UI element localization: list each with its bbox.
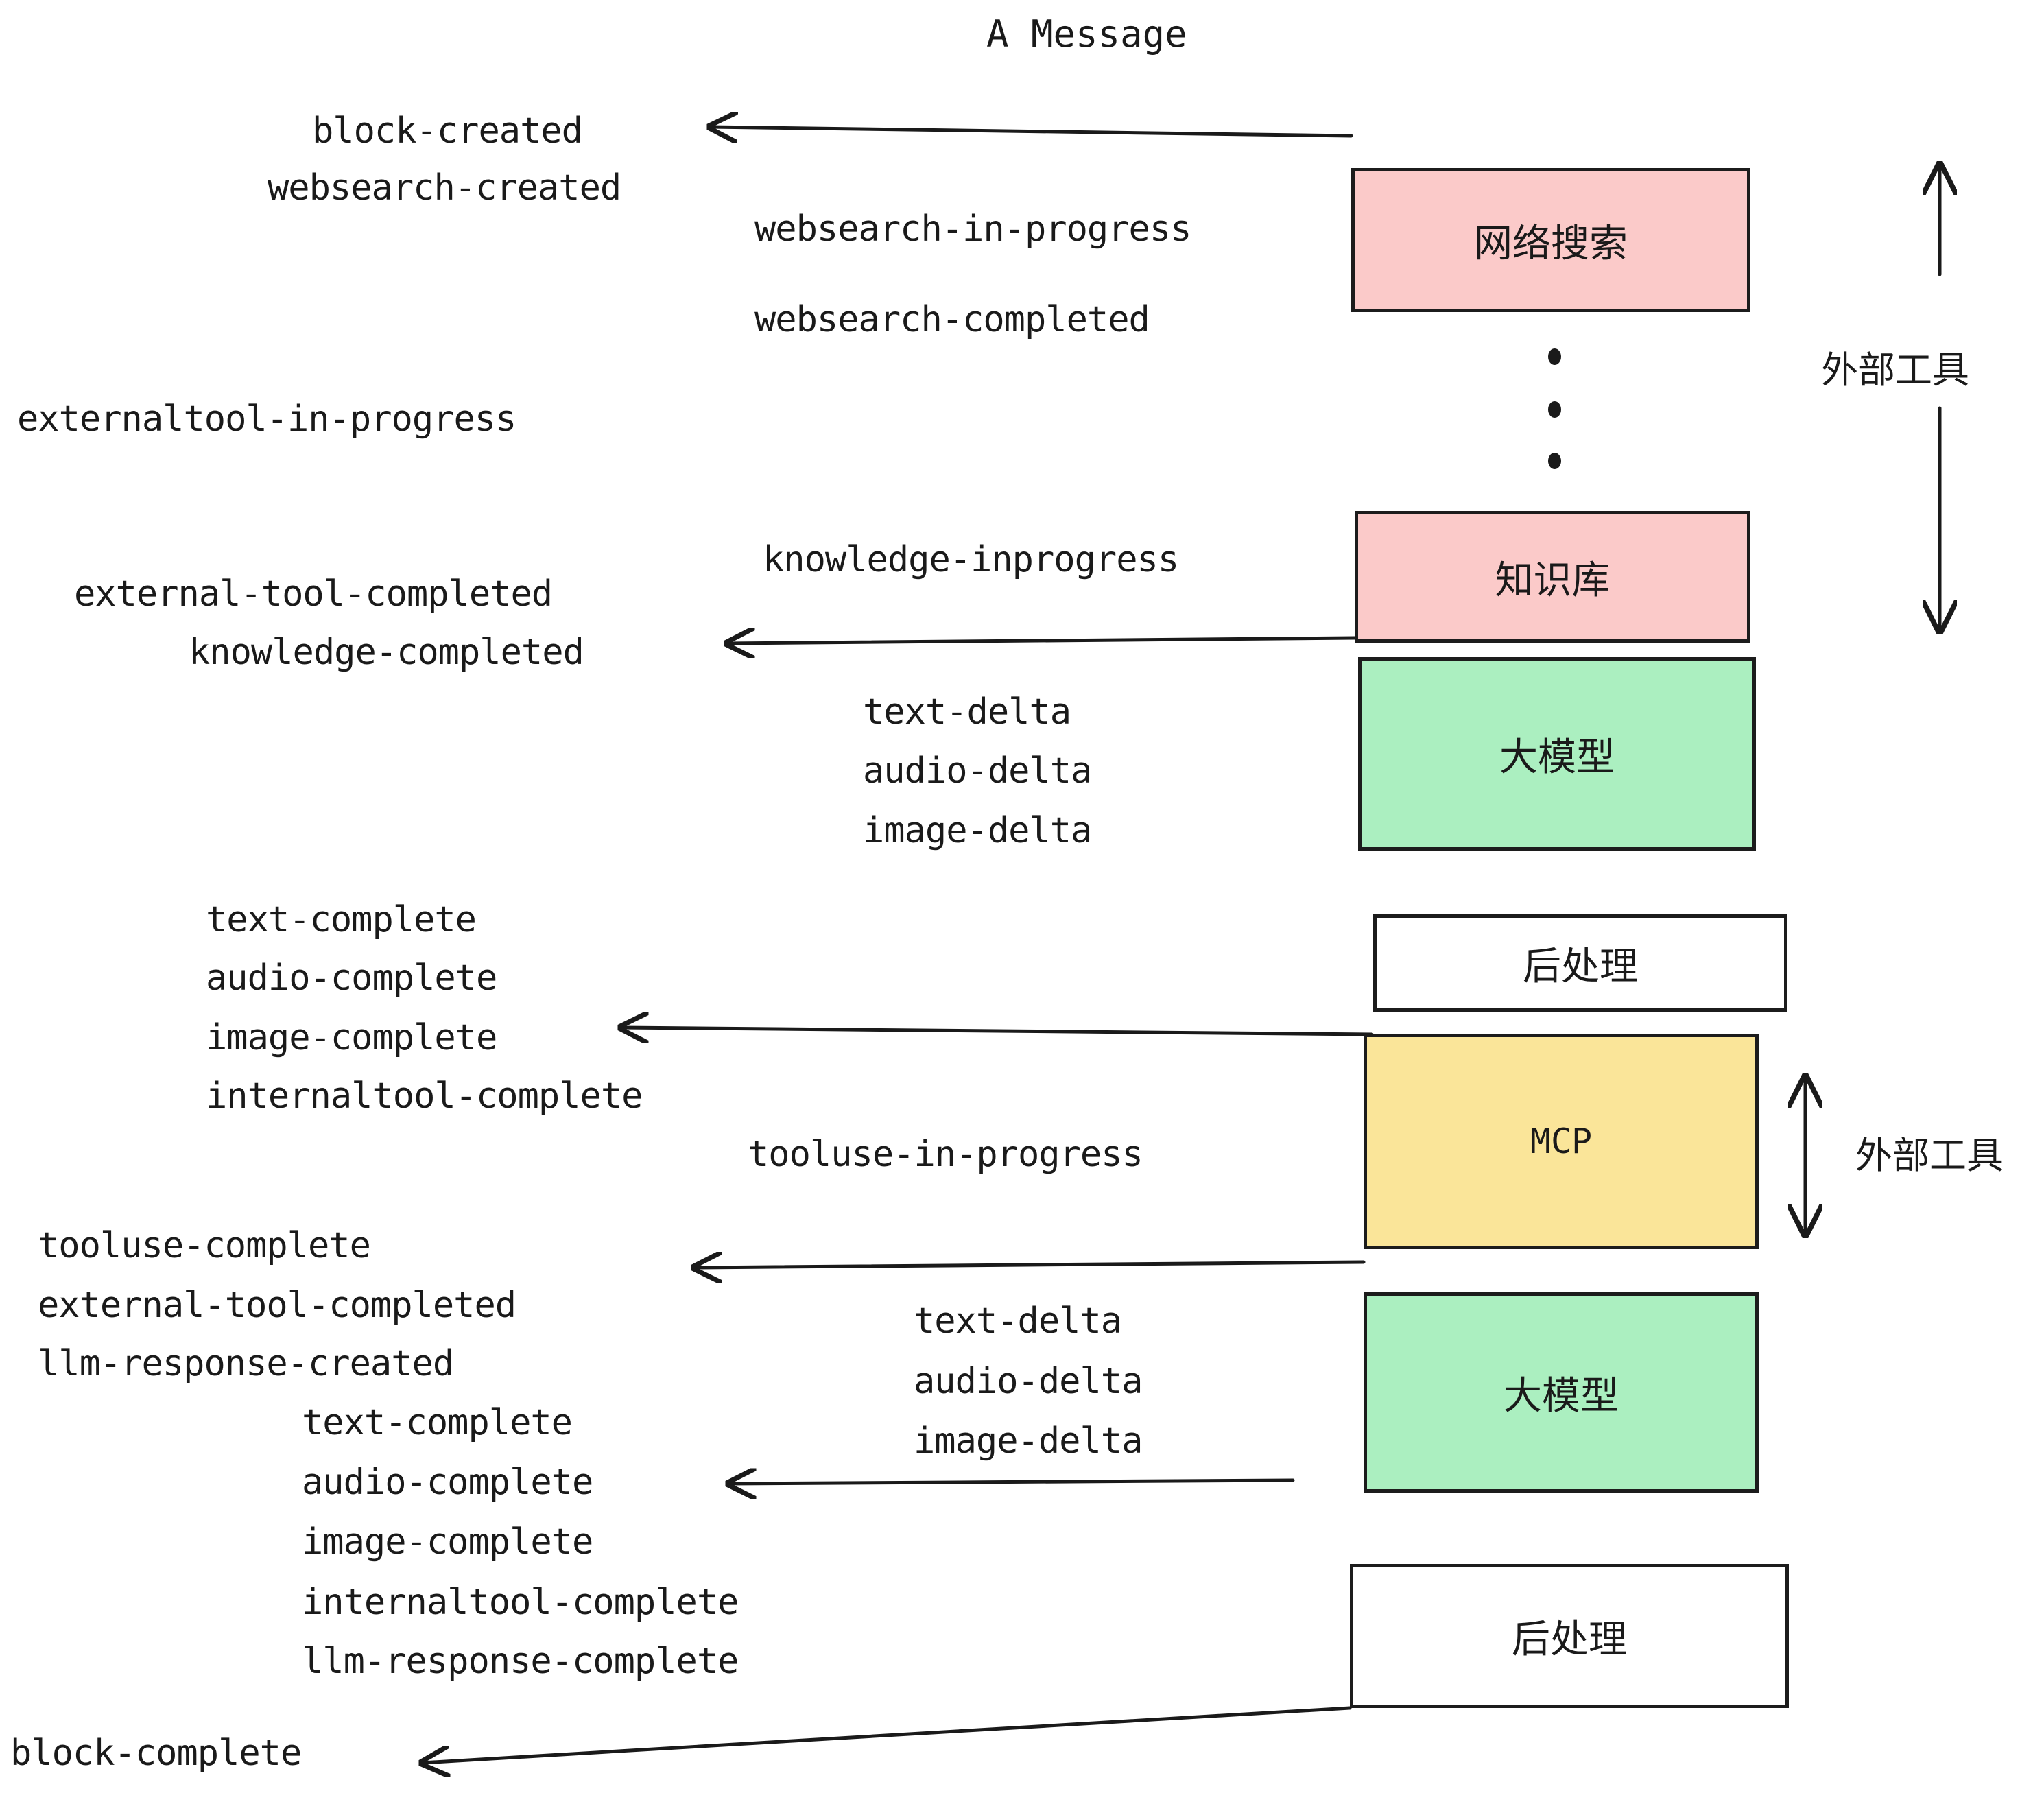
node-postproc-2: 后处理 bbox=[1350, 1564, 1789, 1708]
event-label-text-delta-1: text-delta bbox=[863, 691, 1071, 733]
event-label-image-complete-1: image-complete bbox=[206, 1017, 497, 1058]
arrow-audio-complete bbox=[728, 1480, 1295, 1484]
event-label-external-tool-completed-2: external-tool-completed bbox=[38, 1285, 516, 1326]
event-label-websearch-completed: websearch-completed bbox=[754, 299, 1150, 340]
event-label-knowledge-completed: knowledge-completed bbox=[189, 632, 584, 673]
ellipsis-dot bbox=[1548, 348, 1561, 365]
event-label-external-tool-completed-1: external-tool-completed bbox=[74, 573, 553, 615]
event-label-externaltool-in-progress: externaltool-in-progress bbox=[17, 399, 516, 440]
group-label-external-tool-top: 外部工具 bbox=[1821, 348, 1969, 392]
group-label-external-tool-bottom: 外部工具 bbox=[1855, 1134, 2004, 1177]
event-label-text-complete-1: text-complete bbox=[206, 899, 477, 940]
node-llm-2: 大模型 bbox=[1364, 1292, 1759, 1493]
arrow-block-created bbox=[710, 127, 1353, 136]
arrow-knowledge-completed bbox=[727, 638, 1357, 643]
event-label-llm-response-complete: llm-response-complete bbox=[302, 1641, 739, 1682]
event-label-block-created: block-created bbox=[312, 110, 583, 152]
node-postproc-1: 后处理 bbox=[1373, 914, 1787, 1012]
ellipsis-dot bbox=[1548, 453, 1561, 469]
event-label-llm-response-created: llm-response-created bbox=[38, 1343, 454, 1384]
node-knowledge: 知识库 bbox=[1355, 511, 1750, 643]
node-mcp: MCP bbox=[1364, 1034, 1759, 1249]
arrow-tooluse-complete bbox=[694, 1262, 1366, 1268]
event-label-text-complete-2: text-complete bbox=[302, 1402, 573, 1443]
arrow-block-complete bbox=[422, 1706, 1352, 1763]
event-label-tooluse-in-progress: tooluse-in-progress bbox=[748, 1134, 1143, 1175]
event-label-audio-complete-2: audio-complete bbox=[302, 1462, 593, 1503]
node-websearch: 网络搜索 bbox=[1351, 168, 1750, 312]
event-label-audio-delta-1: audio-delta bbox=[863, 750, 1092, 792]
event-label-image-delta-1: image-delta bbox=[863, 810, 1092, 851]
ellipsis-dot bbox=[1548, 401, 1561, 418]
page-title: A Message bbox=[986, 12, 1187, 56]
event-label-internaltool-complete-2: internaltool-complete bbox=[302, 1582, 739, 1623]
event-label-text-delta-2: text-delta bbox=[914, 1301, 1122, 1342]
event-label-websearch-created: websearch-created bbox=[268, 167, 621, 209]
event-label-knowledge-inprogress: knowledge-inprogress bbox=[763, 539, 1179, 580]
node-llm-1: 大模型 bbox=[1358, 657, 1756, 851]
event-label-image-delta-2: image-delta bbox=[914, 1421, 1143, 1462]
event-label-internaltool-complete-1: internaltool-complete bbox=[206, 1076, 643, 1117]
event-label-websearch-in-progress: websearch-in-progress bbox=[754, 209, 1191, 250]
event-label-block-complete: block-complete bbox=[10, 1733, 302, 1774]
event-label-audio-complete-1: audio-complete bbox=[206, 958, 497, 999]
event-label-tooluse-complete: tooluse-complete bbox=[38, 1225, 371, 1266]
event-label-audio-delta-2: audio-delta bbox=[914, 1361, 1143, 1402]
event-label-image-complete-2: image-complete bbox=[302, 1521, 593, 1563]
arrow-image-complete bbox=[621, 1028, 1374, 1034]
